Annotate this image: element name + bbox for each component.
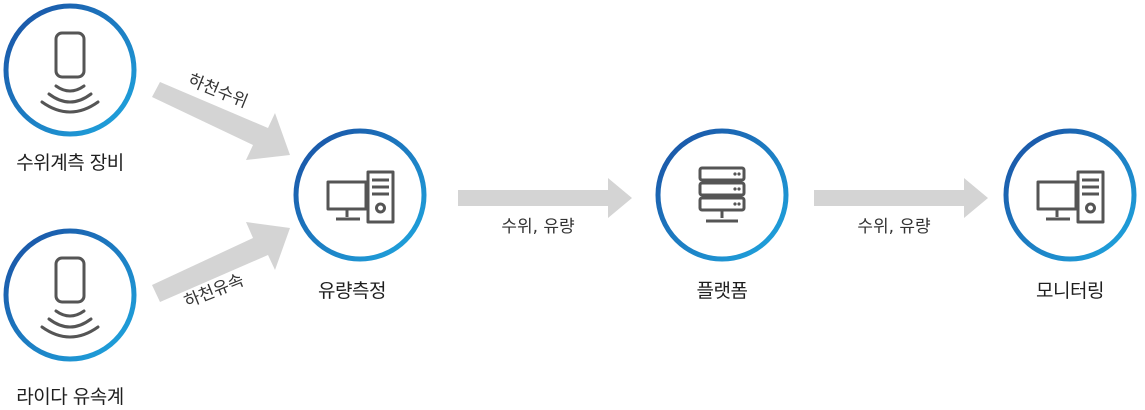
server-led-dots bbox=[733, 172, 741, 206]
arrow-platform-to-monitoring bbox=[814, 178, 988, 218]
node-label-monitoring: 모니터링 bbox=[1036, 280, 1104, 302]
arrow-velocity-to-flow bbox=[152, 222, 290, 302]
node-monitoring bbox=[1003, 128, 1137, 262]
node-label-water-level-device: 수위계측 장비 bbox=[16, 152, 123, 174]
computer-icon bbox=[1036, 170, 1105, 224]
node-platform bbox=[655, 128, 789, 262]
edge-label-platform-to-monitoring: 수위, 유량 bbox=[857, 217, 931, 237]
sensor-icon bbox=[40, 256, 100, 339]
arrow-flow-to-platform bbox=[458, 178, 632, 218]
node-water-level-device bbox=[3, 3, 137, 137]
node-lidar-flowmeter bbox=[3, 228, 137, 362]
arrow-level-to-flow bbox=[152, 82, 290, 160]
sensor-icon bbox=[40, 31, 100, 114]
node-label-platform: 플랫폼 bbox=[697, 280, 748, 302]
edge-label-flow-to-platform: 수위, 유량 bbox=[501, 217, 575, 237]
computer-icon bbox=[326, 170, 395, 224]
node-label-lidar-flowmeter: 라이다 유속계 bbox=[16, 386, 123, 408]
server-icon bbox=[698, 166, 746, 223]
node-label-flow-measurement: 유량측정 bbox=[318, 280, 386, 302]
node-flow-measurement bbox=[293, 128, 427, 262]
